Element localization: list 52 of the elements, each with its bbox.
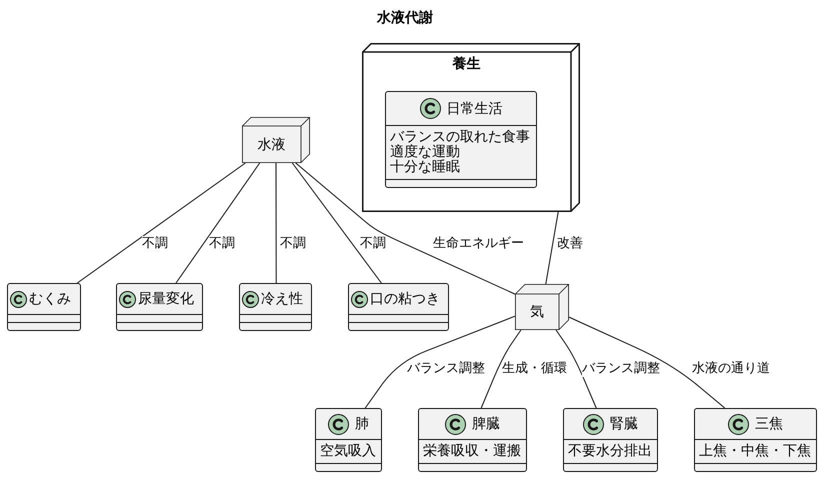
class-name: 三焦 [755, 415, 783, 433]
class-name: 日常生活 [446, 100, 502, 118]
connector-line [176, 162, 260, 284]
connector-line [556, 330, 597, 408]
class-name: 冷え性 [261, 290, 303, 308]
class-name: 腎臓 [610, 415, 638, 433]
class-box [348, 283, 449, 331]
class-box [116, 283, 203, 331]
class-box [694, 408, 817, 472]
class-name: 肺 [355, 415, 369, 433]
edge-label: バランス調整 [582, 361, 660, 377]
class-attribute: 栄養吸収・運搬 [423, 444, 522, 459]
connector-line [292, 162, 382, 284]
edge-label: 改善 [557, 236, 583, 252]
connector-line [545, 212, 559, 284]
edge-label: 生成・循環 [502, 361, 567, 377]
cube-node [515, 284, 569, 330]
class-name: むくみ [29, 290, 71, 308]
connector-line [480, 330, 522, 408]
diagram-title: 水液代謝 [377, 10, 433, 26]
class-name: 尿量変化 [138, 290, 194, 308]
node-label: 水液 [258, 136, 286, 154]
connector-line [568, 316, 726, 408]
class-box [563, 408, 658, 472]
class-box [418, 408, 527, 472]
node-label: 気 [530, 303, 544, 321]
class-attribute: バランスの取れた食事 [390, 130, 531, 145]
class-name: 口の粘つき [370, 290, 440, 308]
edge-label: 水液の通り道 [692, 361, 770, 377]
class-attribute: 十分な睡眠 [390, 160, 461, 175]
class-box [385, 91, 537, 188]
node-label: 養生 [452, 55, 480, 73]
edge-label: 生命エネルギー [433, 236, 524, 252]
class-attribute: 空気吸入 [320, 444, 377, 459]
class-box [7, 283, 81, 331]
class-box [315, 408, 382, 472]
class-attribute: 不要水分排出 [568, 444, 653, 459]
edge-label: 不調 [209, 236, 235, 252]
connector-line [295, 162, 516, 295]
class-attribute: 上焦・中焦・下焦 [699, 444, 812, 459]
cube-node [242, 117, 310, 163]
edge-label: 不調 [142, 236, 168, 252]
connector-line [364, 316, 516, 408]
class-name: 脾臓 [472, 415, 500, 433]
edge-label: バランス調整 [407, 361, 485, 377]
class-box [239, 283, 312, 331]
connector-line [76, 162, 246, 284]
edge-label: 不調 [280, 236, 306, 252]
edge-label: 不調 [360, 236, 386, 252]
class-attribute: 適度な運動 [390, 145, 461, 160]
connector-line [276, 162, 277, 284]
cube-node [362, 43, 580, 212]
